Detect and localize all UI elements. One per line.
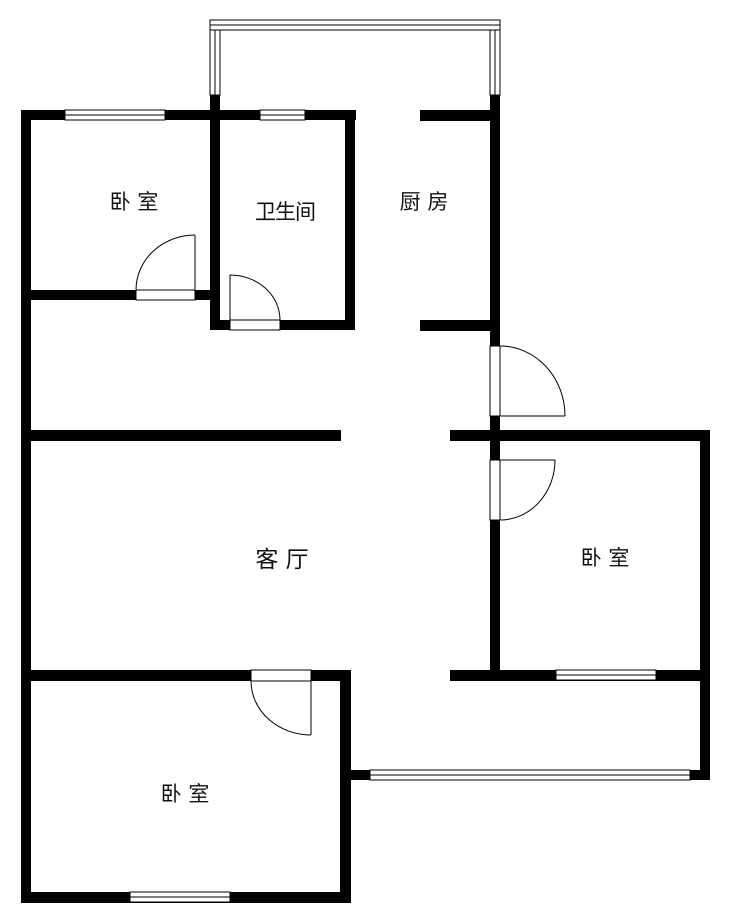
door-bedroom-top-left: [135, 234, 196, 301]
door-bedroom-right: [489, 459, 556, 521]
windows: [64, 109, 691, 903]
walls: [21, 95, 710, 903]
door-kitchen-east: [489, 345, 566, 417]
door-bathroom: [229, 274, 281, 331]
room-label-bedroom-bottom-left: 卧 室: [160, 782, 210, 806]
balcony-rail-top: [209, 19, 501, 96]
room-label-living-room: 客 厅: [255, 547, 309, 573]
room-label-bathroom: 卫生间: [255, 200, 316, 224]
room-label-bedroom-top-left: 卧 室: [109, 190, 159, 214]
room-label-kitchen: 厨 房: [399, 190, 449, 214]
door-bedroom-bottom-left: [250, 669, 312, 736]
room-label-bedroom-right: 卧 室: [580, 546, 630, 570]
